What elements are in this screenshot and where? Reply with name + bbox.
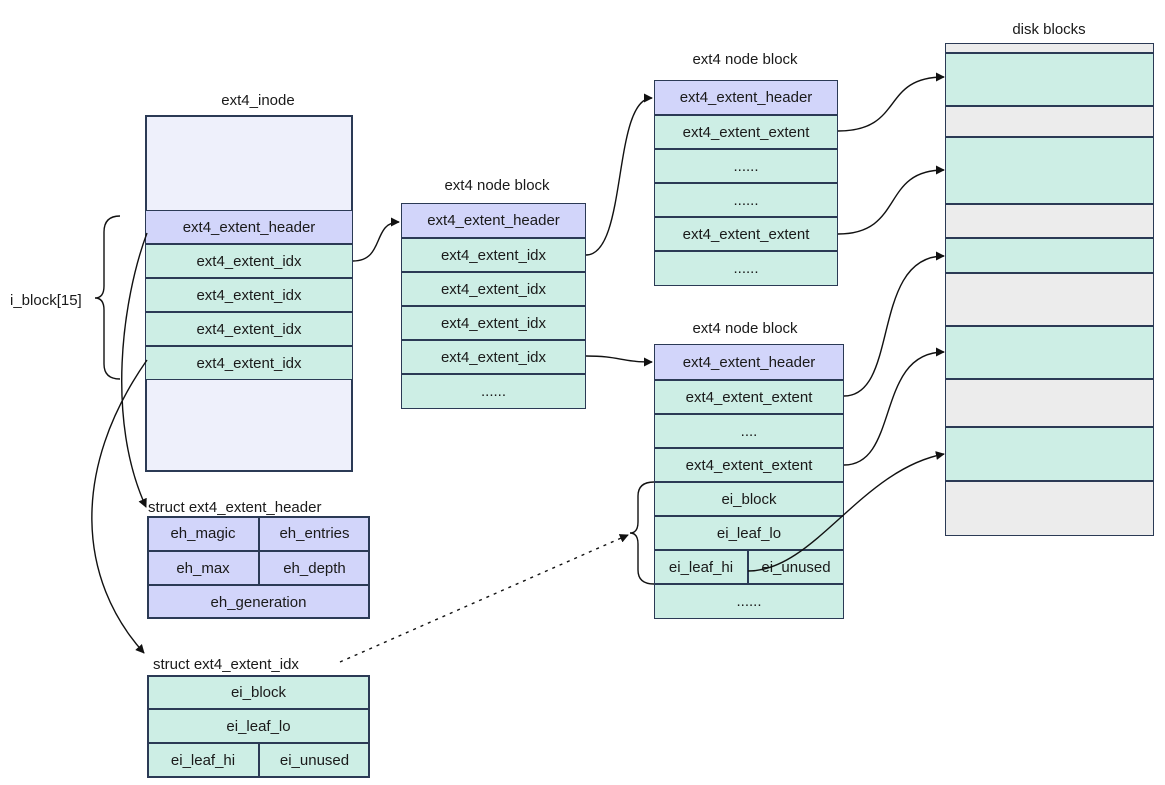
- bottom-extent-extent: ext4_extent_extent: [654, 380, 844, 414]
- arrow-to-struct-idx: [91, 359, 148, 654]
- i-block-label: i_block[15]: [10, 292, 82, 309]
- i-block-brace: [94, 215, 121, 380]
- disk-block-free: [945, 481, 1154, 536]
- arrow-top-extent-2: [837, 165, 945, 235]
- struct-idx-outline: [147, 675, 370, 778]
- arrow-mid-to-bottom: [585, 355, 653, 367]
- struct-ei-leaf-lo: ei_leaf_lo: [147, 709, 370, 743]
- disk-blocks-title: disk blocks: [1012, 21, 1086, 38]
- arrow-bottom-extent-2: [843, 347, 945, 466]
- arrow-struct-idx-to-fields: [339, 534, 629, 663]
- disk-block-used: [945, 137, 1154, 204]
- disk-block-used: [945, 238, 1154, 273]
- ei-fields-brace: [629, 481, 655, 585]
- bottom-extent-header: ext4_extent_header: [654, 344, 844, 380]
- disk-block-free: [945, 379, 1154, 427]
- eh-max: eh_max: [147, 551, 259, 585]
- inode-extent-header: ext4_extent_header: [145, 210, 353, 244]
- inode-title: ext4_inode: [221, 92, 295, 109]
- mid-extent-idx: ext4_extent_idx: [401, 238, 586, 272]
- arrow-mid-to-top: [585, 93, 653, 256]
- arrow-inode-to-mid: [352, 217, 400, 262]
- arrow-bottom-extent-1: [843, 251, 945, 397]
- eh-entries: eh_entries: [259, 516, 370, 551]
- bottom-ellipsis: ....: [654, 414, 844, 448]
- top-ellipsis: ......: [654, 251, 838, 286]
- disk-block-free: [945, 273, 1154, 326]
- disk-block-free: [945, 43, 1154, 53]
- bottom-extent-extent: ext4_extent_extent: [654, 448, 844, 482]
- inode-extent-idx: ext4_extent_idx: [145, 346, 353, 380]
- disk-block-used: [945, 326, 1154, 379]
- bottom-ei-block: ei_block: [654, 482, 844, 516]
- top-extent-extent: ext4_extent_extent: [654, 115, 838, 149]
- disk-block-used: [945, 53, 1154, 106]
- disk-block-free: [945, 106, 1154, 137]
- disk-block-free: [945, 204, 1154, 238]
- struct-ei-block: ei_block: [147, 675, 370, 709]
- bottom-ei-leaf-lo: ei_leaf_lo: [654, 516, 844, 550]
- inode-extent-idx: ext4_extent_idx: [145, 312, 353, 346]
- bottom-block-title: ext4 node block: [692, 320, 798, 337]
- arrow-leaf-to-disk: [747, 451, 945, 572]
- struct-ei-leaf-hi: ei_leaf_hi: [147, 743, 259, 778]
- struct-header-outline: [147, 516, 370, 619]
- top-block-title: ext4 node block: [692, 51, 798, 68]
- bottom-ei-unused: ei_unused: [748, 550, 844, 584]
- mid-extent-idx: ext4_extent_idx: [401, 340, 586, 374]
- struct-idx-title: struct ext4_extent_idx: [153, 656, 299, 673]
- top-extent-header: ext4_extent_header: [654, 80, 838, 115]
- inode-extent-idx: ext4_extent_idx: [145, 278, 353, 312]
- top-ellipsis: ......: [654, 149, 838, 183]
- bottom-ellipsis: ......: [654, 584, 844, 619]
- bottom-ei-leaf-hi: ei_leaf_hi: [654, 550, 748, 584]
- struct-header-title: struct ext4_extent_header: [148, 499, 322, 516]
- arrow-to-struct-header: [121, 232, 148, 508]
- arrow-top-extent-1: [837, 72, 945, 132]
- mid-extent-idx: ext4_extent_idx: [401, 306, 586, 340]
- inode-extent-idx: ext4_extent_idx: [145, 244, 353, 278]
- top-extent-extent: ext4_extent_extent: [654, 217, 838, 251]
- mid-more: ......: [401, 374, 586, 409]
- mid-block-title: ext4 node block: [444, 177, 550, 194]
- top-ellipsis: ......: [654, 183, 838, 217]
- disk-block-used: [945, 427, 1154, 481]
- mid-extent-idx: ext4_extent_idx: [401, 272, 586, 306]
- mid-extent-header: ext4_extent_header: [401, 203, 586, 238]
